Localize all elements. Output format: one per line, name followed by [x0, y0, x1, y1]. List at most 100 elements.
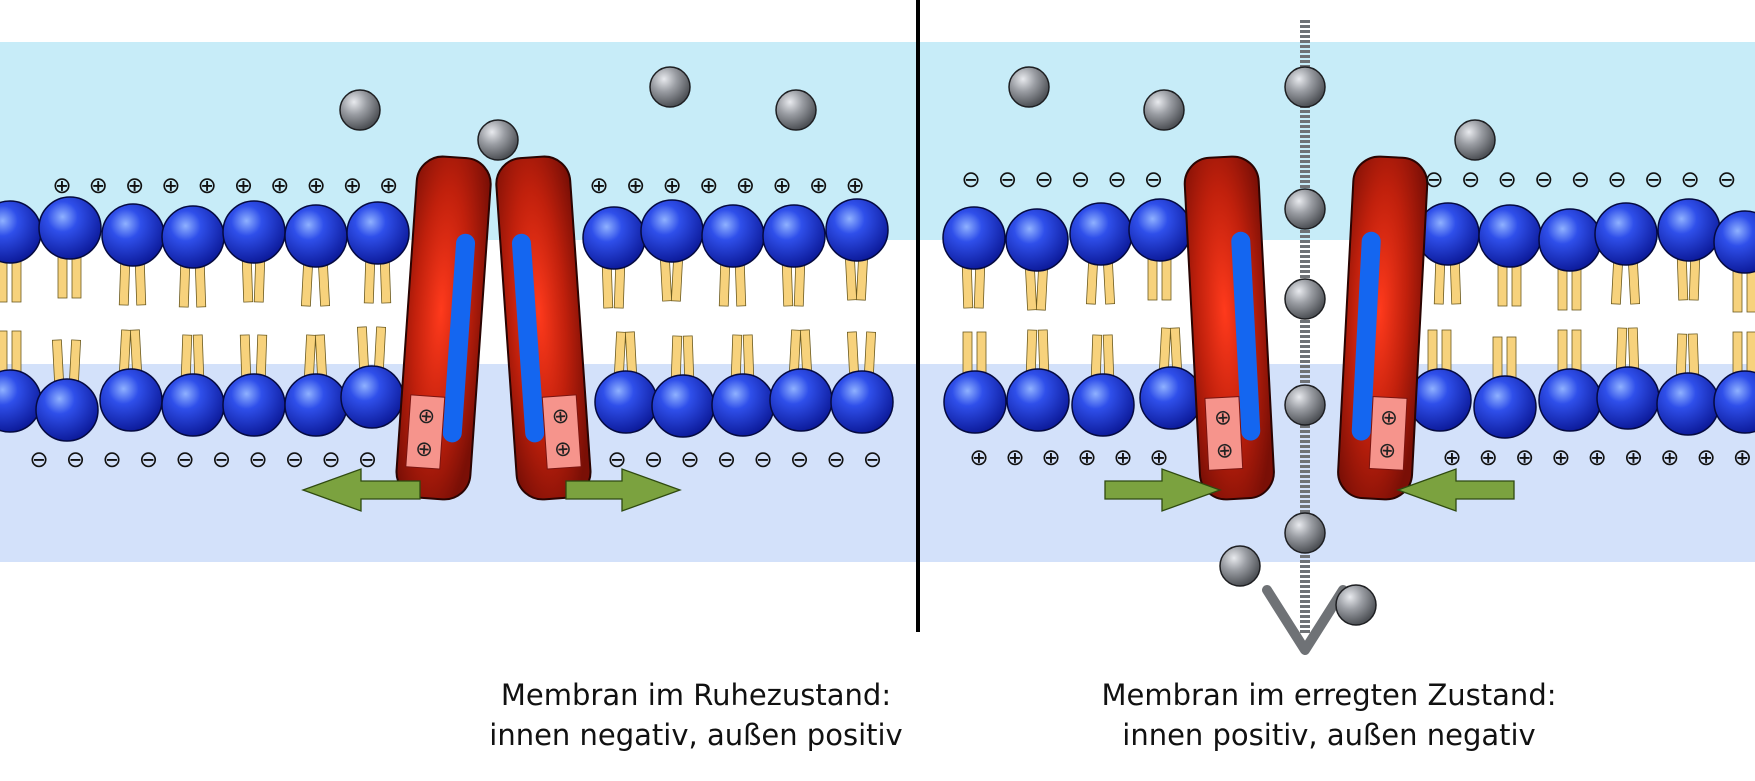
ion: [1008, 66, 1050, 108]
charge-symbol: ⊕: [1624, 445, 1643, 471]
charge-symbol: ⊖: [285, 447, 304, 473]
charge-symbol: ⊖: [1034, 167, 1053, 193]
movement-arrow: [1104, 468, 1222, 512]
ion: [1284, 66, 1326, 108]
charge-symbol: ⊕: [161, 173, 180, 199]
charge-symbol: ⊕: [1696, 445, 1715, 471]
charge-symbol: ⊕: [52, 173, 71, 199]
phospholipid-head: [582, 206, 646, 270]
phospholipid-head: [651, 374, 715, 438]
sensor-box: [1368, 396, 1408, 471]
phospholipid-head: [1596, 366, 1660, 430]
charge-symbol: ⊕: [1113, 445, 1132, 471]
charge-symbol: ⊖: [1071, 167, 1090, 193]
phospholipid-head: [762, 204, 826, 268]
flux-arrowhead: [1262, 585, 1348, 655]
charge-symbol: ⊖: [717, 447, 736, 473]
voltage-sensor-stripe: [511, 233, 545, 443]
charge-symbol: ⊖: [998, 167, 1017, 193]
charge-symbol: ⊖: [753, 447, 772, 473]
phospholipid-head: [942, 206, 1006, 270]
phospholipid-head: [222, 373, 286, 437]
phospholipid-head: [1478, 204, 1542, 268]
movement-arrow: [1396, 468, 1515, 512]
channel-charge: ⊕: [414, 436, 433, 461]
voltage-sensor-stripe: [442, 233, 476, 443]
channel-charge: ⊕: [1378, 438, 1397, 463]
charge-symbol: ⊕: [589, 173, 608, 199]
charge-symbol: ⊖: [1571, 167, 1590, 193]
sensor-box: [405, 394, 446, 470]
charge-symbol: ⊖: [1424, 167, 1443, 193]
caption-resting-line2: innen negativ, außen positiv: [489, 718, 903, 752]
ion: [1219, 545, 1261, 587]
charge-symbol: ⊕: [306, 173, 325, 199]
caption-excited-line2: innen positiv, außen negativ: [1122, 718, 1536, 752]
phospholipid-head: [830, 370, 894, 434]
ion: [477, 119, 519, 161]
ion: [649, 66, 691, 108]
charge-symbol: ⊖: [1498, 167, 1517, 193]
ion-channels: ⊕⊕⊕⊕⊕⊕⊕⊕: [395, 155, 1429, 501]
charge-symbol: ⊕: [198, 173, 217, 199]
channel-subunit: ⊕⊕: [395, 155, 492, 501]
charge-symbol: ⊖: [248, 447, 267, 473]
phospholipid-head: [1069, 202, 1133, 266]
charge-symbol: ⊖: [321, 447, 340, 473]
charge-symbol: ⊕: [89, 173, 108, 199]
phospholipid-head: [1005, 208, 1069, 272]
charge-symbol: ⊖: [863, 447, 882, 473]
charge-symbol: ⊕: [234, 173, 253, 199]
ion: [1284, 278, 1326, 320]
charge-symbol: ⊕: [1515, 445, 1534, 471]
phospholipid-head: [711, 373, 775, 437]
charge-symbol: ⊖: [1534, 167, 1553, 193]
charge-symbol: ⊖: [139, 447, 158, 473]
phospholipid-head: [222, 200, 286, 264]
charge-symbol: ⊕: [846, 173, 865, 199]
charge-symbol: ⊕: [343, 173, 362, 199]
charge-symbol: ⊕: [1077, 445, 1096, 471]
phospholipid-head: [1657, 198, 1721, 262]
compartments: [0, 42, 1755, 562]
charge-symbol: ⊕: [626, 173, 645, 199]
phospholipid-head: [1128, 198, 1192, 262]
ion: [1284, 188, 1326, 230]
charge-symbol: ⊕: [1551, 445, 1570, 471]
phospholipid-head: [1139, 366, 1203, 430]
charge-symbol: ⊕: [1733, 445, 1752, 471]
ion: [1143, 89, 1185, 131]
charge-symbol: ⊖: [644, 447, 663, 473]
phospholipid-head: [1594, 202, 1658, 266]
channel-charge: ⊕: [417, 403, 436, 428]
phospholipid-head: [640, 199, 704, 263]
charge-symbol: ⊕: [772, 173, 791, 199]
phospholipid-head: [943, 370, 1007, 434]
channel-charge: ⊕: [1380, 405, 1399, 430]
phospholipid-head: [701, 204, 765, 268]
charge-symbol: ⊖: [66, 447, 85, 473]
phospholipid-head: [35, 378, 99, 442]
channel-charge: ⊕: [1215, 438, 1234, 463]
charge-symbol: ⊕: [1149, 445, 1168, 471]
charge-symbol: ⊕: [1005, 445, 1024, 471]
phospholipid-head: [284, 373, 348, 437]
charge-symbol: ⊖: [1144, 167, 1163, 193]
charge-symbol: ⊖: [1107, 167, 1126, 193]
movement-arrow: [565, 468, 682, 512]
ions: [339, 66, 1496, 626]
phospholipid-head: [1006, 368, 1070, 432]
charge-symbol: ⊖: [175, 447, 194, 473]
charge-symbol: ⊖: [1644, 167, 1663, 193]
phospholipid-head: [1538, 208, 1602, 272]
phospholipid-head: [1473, 375, 1537, 439]
sensor-box: [1204, 396, 1244, 471]
voltage-sensor-stripe: [1351, 231, 1381, 441]
ion: [1284, 512, 1326, 554]
charge-symbol: ⊕: [1588, 445, 1607, 471]
channel-subunit: ⊕⊕: [495, 155, 592, 501]
voltage-sensor-stripe: [1231, 231, 1261, 441]
phospholipid-head: [99, 368, 163, 432]
phospholipid-head: [1071, 373, 1135, 437]
